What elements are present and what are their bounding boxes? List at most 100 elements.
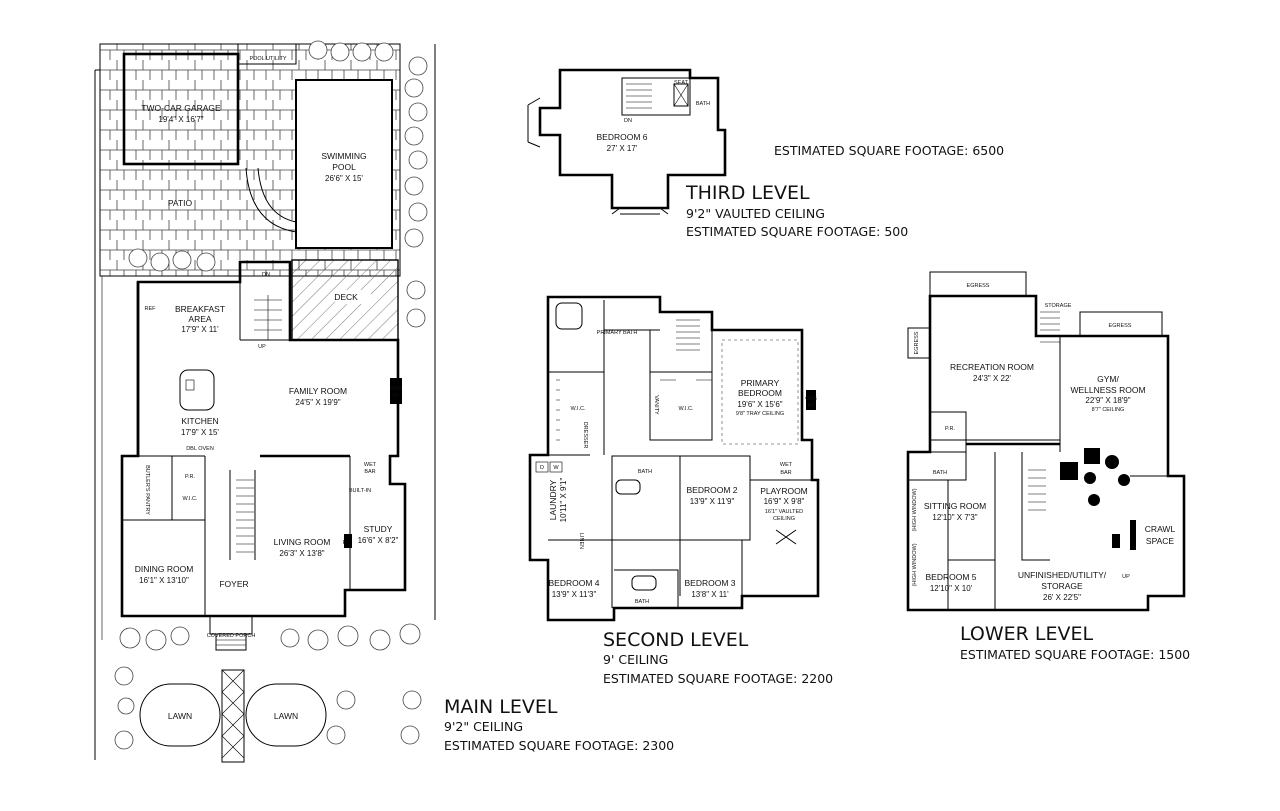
ref-label: REF <box>145 306 157 312</box>
laundry-dims: 10'11" X 9'1" <box>559 478 568 523</box>
dining-label: DINING ROOM <box>135 564 194 574</box>
lawn-left-label: LAWN <box>168 711 192 721</box>
linen-label: LINEN <box>578 533 584 549</box>
garage-label: TWO-CAR GARAGE <box>141 103 221 113</box>
wic1-label: W.I.C. <box>571 406 586 412</box>
second-bath2-label: BATH <box>635 599 649 605</box>
crawl-label-2: SPACE <box>1146 536 1175 546</box>
second-gasff-1: GAS <box>805 396 817 402</box>
vanity-label: VANITY <box>653 395 659 415</box>
bed4-dims: 13'9" X 11'3" <box>552 590 597 599</box>
bed3-label: BEDROOM 3 <box>684 578 735 588</box>
egress2-label: EGRESS <box>1109 323 1132 329</box>
family-label: FAMILY ROOM <box>289 386 347 396</box>
sitting-label: SITTING ROOM <box>924 501 986 511</box>
lower-level-sqft: ESTIMATED SQUARE FOOTAGE: 1500 <box>960 647 1190 662</box>
kitchen-island <box>179 369 215 411</box>
gym-label-1: GYM/ <box>1097 374 1119 384</box>
dresser-label: DRESSER <box>582 422 588 449</box>
main-ff-label: FF <box>343 540 350 546</box>
high-window-2: (HIGH WINDOW) <box>912 543 918 586</box>
main-level-plan: TWO-CAR GARAGE 19'4" X 16'7" POOL UTILIT… <box>94 40 674 763</box>
third-bath-label: BATH <box>696 101 710 107</box>
garage-dims: 19'4" X 16'7" <box>158 115 203 124</box>
primary-bed-label-1: PRIMARY <box>741 378 780 388</box>
third-dn-label: DN <box>624 118 632 124</box>
mechanical-unit-1 <box>1060 462 1078 480</box>
tray-ceiling-outline <box>721 339 799 445</box>
lawn-right <box>245 683 327 747</box>
third-level-ceiling: 9'2" VAULTED CEILING <box>686 206 825 221</box>
gym-note: 8'7" CEILING <box>1092 407 1125 413</box>
deck-label: DECK <box>334 292 358 302</box>
sitting-dims: 12'10" X 7'3" <box>932 513 977 522</box>
lower-level-plan: EGRESS EGRESS EGRESS STORAGE RECREATION … <box>906 271 1190 662</box>
primary-bath-label: PRIMARY BATH <box>597 330 638 336</box>
landscape-trees <box>114 40 428 750</box>
egress1-label: EGRESS <box>967 283 990 289</box>
breakfast-dims: 17'9" X 11' <box>181 325 219 334</box>
pool-area <box>295 79 393 249</box>
high-window-1: (HIGH WINDOW) <box>912 488 918 531</box>
playroom-dims: 16'9" X 9'8" <box>764 497 805 506</box>
lower-pr-label: P.R. <box>945 426 955 432</box>
dryer-label: D <box>540 465 544 471</box>
bed6-label: BEDROOM 6 <box>596 132 647 142</box>
playroom-label: PLAYROOM <box>760 486 808 496</box>
second-level-ceiling: 9' CEILING <box>603 652 668 667</box>
playroom-note-2: CEILING <box>773 516 795 522</box>
main-pr-label: P.R. <box>185 474 195 480</box>
third-level-outline <box>538 68 727 210</box>
garage-room <box>122 52 240 166</box>
main-dn-label: DN <box>262 272 270 278</box>
bed5-dims: 12'10" X 10' <box>930 584 973 593</box>
third-seat-label: SEAT <box>674 80 689 86</box>
second-level-outline <box>528 295 820 622</box>
rec-room-dims: 24'3" X 22' <box>973 374 1011 383</box>
main-level-sqft: ESTIMATED SQUARE FOOTAGE: 2300 <box>444 738 674 753</box>
main-level-ceiling: 9'2" CEILING <box>444 719 523 734</box>
main-stairs <box>236 295 282 553</box>
lower-level-title: LOWER LEVEL <box>960 623 1093 645</box>
gym-label-2: WELLNESS ROOM <box>1070 385 1145 395</box>
lawn-left <box>139 683 221 747</box>
primary-bed-note: 9'8" TRAY CEILING <box>736 411 784 417</box>
main-up-label: UP <box>258 344 266 350</box>
main-gasff-1: GAS <box>390 386 402 392</box>
crawl-label-1: CRAWL <box>1145 524 1176 534</box>
primary-bed-dims: 19'6" X 15'6" <box>737 400 782 409</box>
main-builtin-label: BUILT-IN <box>349 488 371 494</box>
family-fireplace <box>390 378 402 404</box>
lower-up-label: UP <box>1122 574 1130 580</box>
unfinished-label-1: UNFINISHED/UTILITY/ <box>1018 570 1107 580</box>
study-dims: 16'6" X 8'2" <box>358 536 399 545</box>
bed2-label: BEDROOM 2 <box>686 485 737 495</box>
patio-label: PATIO <box>168 198 193 208</box>
main-level-title: MAIN LEVEL <box>444 696 558 718</box>
main-wetbar-1: WET <box>364 462 377 468</box>
second-level-sqft: ESTIMATED SQUARE FOOTAGE: 2200 <box>603 671 833 686</box>
butlers-pantry-label: BUTLER'S PANTRY <box>144 465 150 515</box>
covered-porch <box>209 615 253 635</box>
total-sqft: ESTIMATED SQUARE FOOTAGE: 6500 <box>774 143 1004 158</box>
second-wetbar-2: BAR <box>780 470 791 476</box>
pool-label-1: SWIMMING <box>321 151 366 161</box>
breakfast-label-2: AREA <box>188 314 211 324</box>
kitchen-dims: 17'9" X 15' <box>181 428 219 437</box>
bed6-dims: 27' X 17' <box>607 144 638 153</box>
breakfast-label-1: BREAKFAST <box>175 304 225 314</box>
dining-dims: 16'1" X 13'10" <box>139 576 189 585</box>
third-level-plan: BEDROOM 6 27' X 17' BATH SEAT DN THIRD L… <box>527 68 908 239</box>
bed5-label: BEDROOM 5 <box>925 572 976 582</box>
washer-label: W <box>553 465 559 471</box>
bed2-dims: 13'9" X 11'9" <box>690 497 735 506</box>
gym-dims: 22'9" X 18'9" <box>1085 396 1130 405</box>
lawn-right-label: LAWN <box>274 711 298 721</box>
second-wetbar-1: WET <box>780 462 793 468</box>
second-bath1-label: BATH <box>638 469 652 475</box>
second-level-title: SECOND LEVEL <box>603 629 749 651</box>
porch-label: COVERED PORCH <box>207 633 256 639</box>
living-dims: 26'3" X 13'8" <box>279 549 324 558</box>
living-label: LIVING ROOM <box>274 537 331 547</box>
